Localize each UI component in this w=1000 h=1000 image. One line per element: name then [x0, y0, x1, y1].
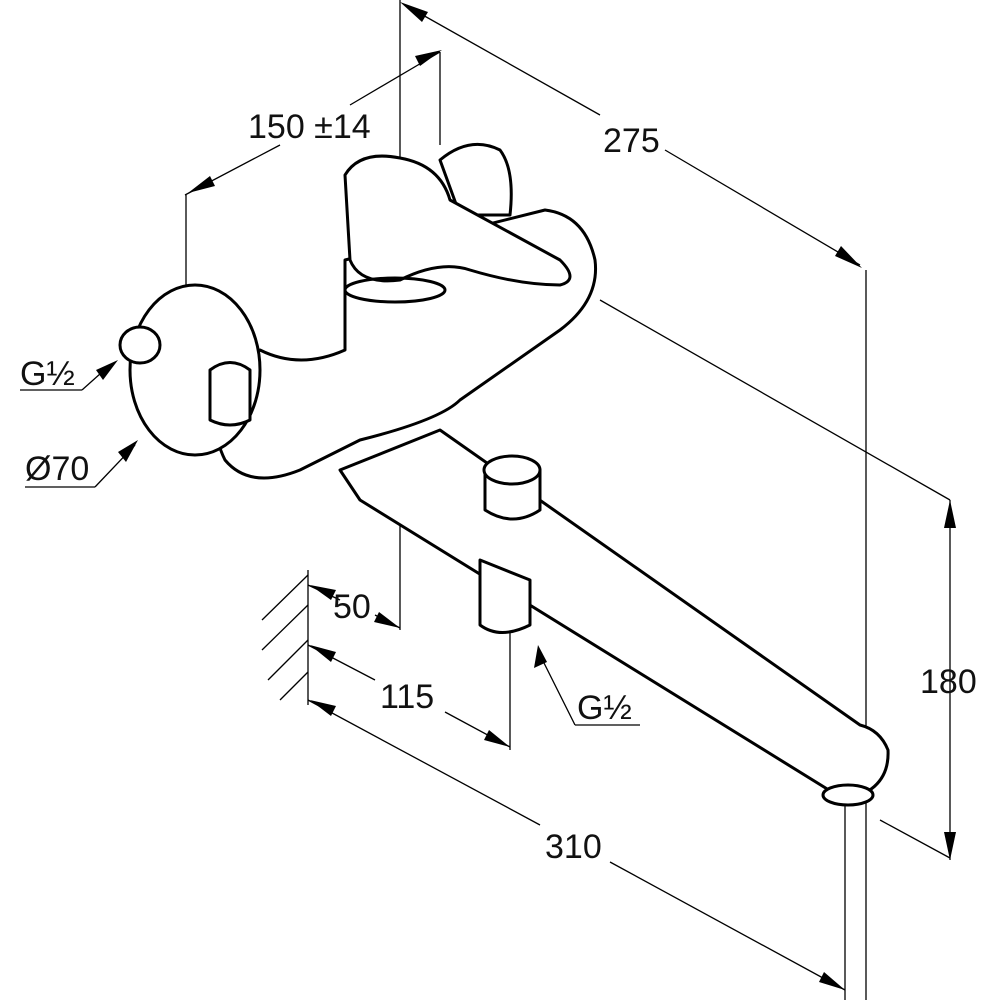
- label-total-height: 275: [603, 122, 660, 160]
- label-wall-to-outlet: 115: [380, 678, 434, 716]
- label-outlet-thread: G½: [577, 689, 632, 727]
- dimension-labels: 150 ±14 275 G½ Ø70 50 115 G½ 310 180: [20, 108, 977, 866]
- label-spout-height: 180: [920, 663, 977, 701]
- label-escutcheon-diameter: Ø70: [25, 450, 89, 488]
- rear-connector: [438, 142, 513, 217]
- bottom-outlet: [478, 558, 532, 634]
- label-inlet-thread-left: G½: [20, 355, 75, 393]
- left-nut: [208, 361, 252, 427]
- diverter-knob-top: [482, 454, 542, 486]
- dimension-lines: [20, 0, 956, 1000]
- spout-outlet: [821, 783, 875, 807]
- spout: [338, 428, 890, 802]
- label-wall-to-lever: 50: [333, 588, 371, 626]
- faucet-body: [118, 142, 890, 807]
- label-spout-reach: 310: [545, 828, 602, 866]
- label-connection-spacing: 150 ±14: [248, 108, 371, 146]
- left-inlet: [118, 325, 162, 365]
- lever-handle: [343, 154, 572, 287]
